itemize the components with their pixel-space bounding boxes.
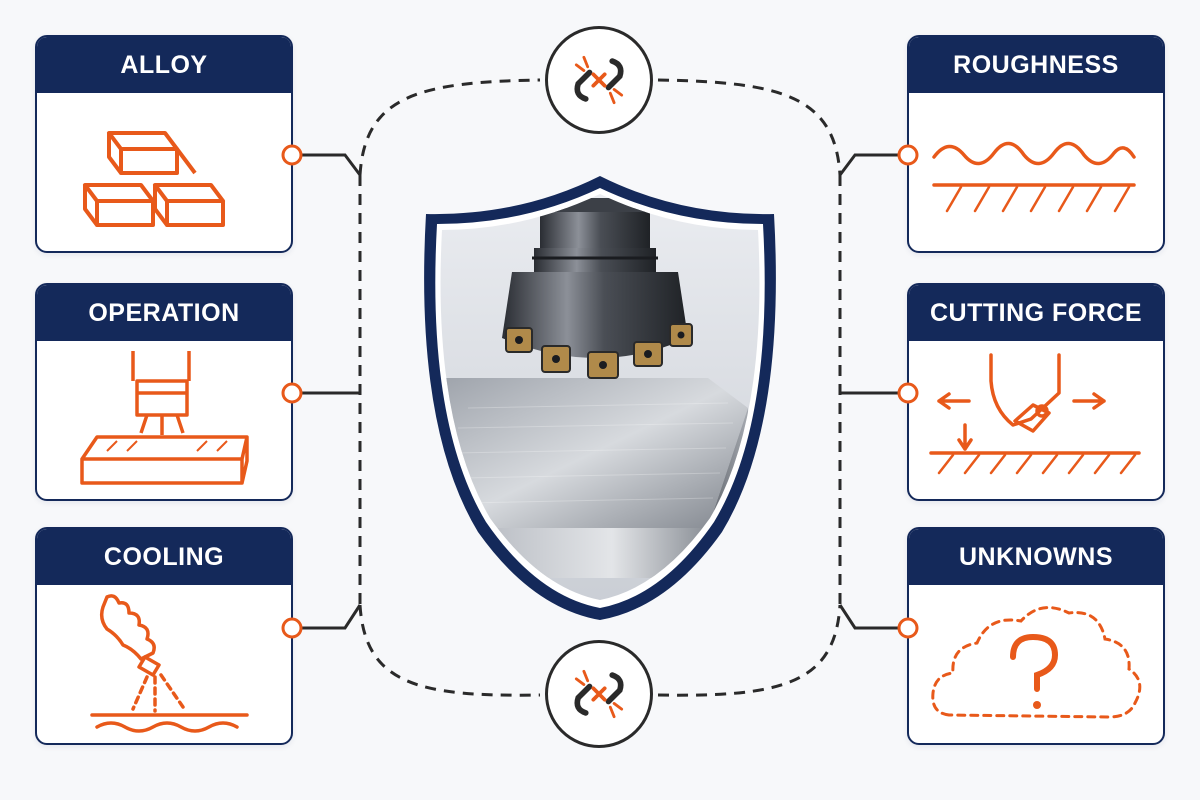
shield-icon <box>408 168 792 620</box>
question-cloud-icon <box>909 585 1162 742</box>
card-cooling: COOLING <box>35 527 293 745</box>
node-unknowns <box>897 617 919 639</box>
broken-link-icon-top <box>545 26 653 134</box>
card-cutting-force: CUTTING FORCE <box>907 283 1165 501</box>
surface-roughness-icon <box>909 93 1162 250</box>
card-alloy: ALLOY <box>35 35 293 253</box>
node-cooling <box>281 617 303 639</box>
node-operation <box>281 382 303 404</box>
node-cutting-force <box>897 382 919 404</box>
dashed-connector-bottom <box>358 604 842 697</box>
branch-roughness <box>838 153 908 176</box>
cutting-force-icon <box>909 341 1162 498</box>
milling-machine-icon <box>37 341 290 498</box>
branch-cooling <box>292 604 362 630</box>
gold-bars-icon <box>37 93 290 250</box>
card-cutting-force-title: CUTTING FORCE <box>909 285 1163 341</box>
card-unknowns: UNKNOWNS <box>907 527 1165 745</box>
node-roughness <box>897 144 919 166</box>
dashed-connector-top <box>358 78 842 176</box>
card-operation: OPERATION <box>35 283 293 501</box>
card-alloy-title: ALLOY <box>37 37 291 93</box>
broken-link-icon-bottom <box>545 640 653 748</box>
card-cooling-title: COOLING <box>37 529 291 585</box>
card-roughness-title: ROUGHNESS <box>909 37 1163 93</box>
card-roughness: ROUGHNESS <box>907 35 1165 253</box>
coolant-spray-icon <box>37 585 290 742</box>
branch-unknowns <box>838 604 908 630</box>
card-operation-title: OPERATION <box>37 285 291 341</box>
branch-alloy <box>292 153 362 176</box>
node-alloy <box>281 144 303 166</box>
card-unknowns-title: UNKNOWNS <box>909 529 1163 585</box>
